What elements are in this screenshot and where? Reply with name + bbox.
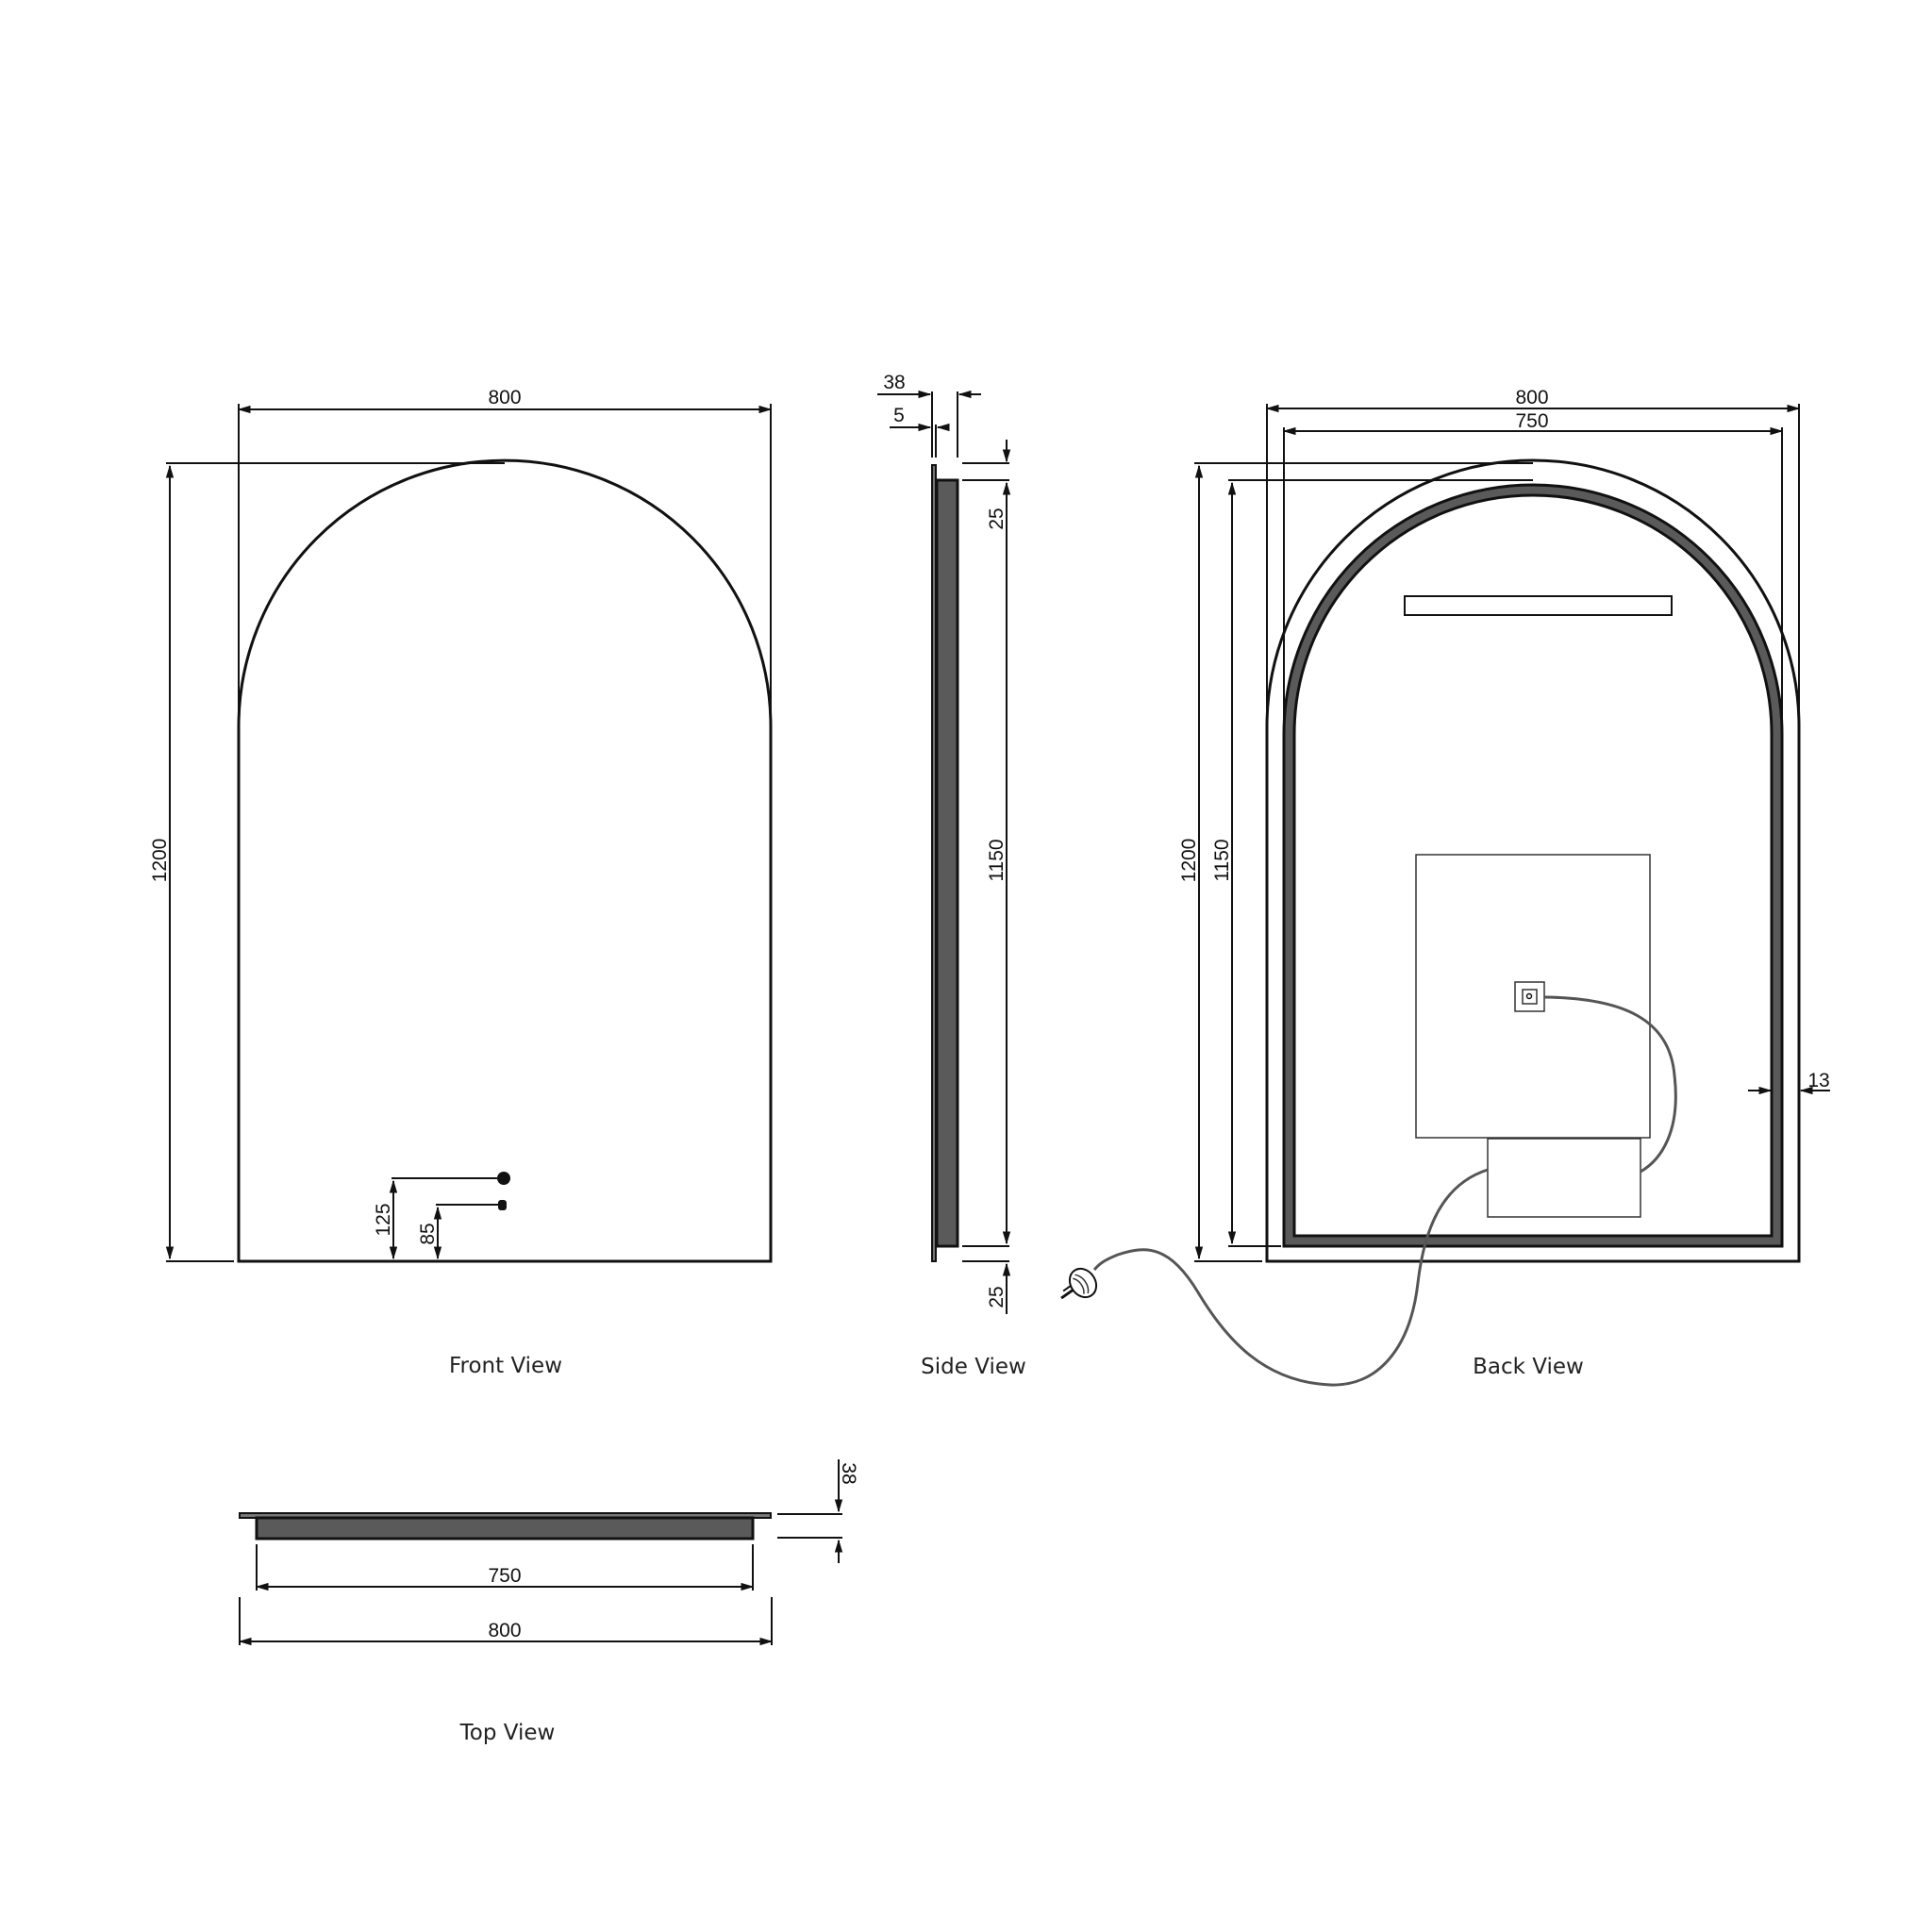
back-led-strip [1404, 595, 1673, 616]
top-view-caption: Top View [459, 1721, 556, 1745]
front-height-label: 1200 [149, 839, 171, 883]
back-edge-offset-label: 13 [1807, 1070, 1829, 1091]
top-view: 750 800 38 Top View [238, 1459, 859, 1745]
back-view-caption: Back View [1473, 1355, 1584, 1379]
front-mirror-outline [237, 458, 773, 1263]
back-frame [1282, 483, 1784, 1248]
back-frame-height-label: 1150 [1211, 839, 1233, 881]
side-glass [931, 464, 937, 1262]
front-width-label: 800 [488, 387, 521, 408]
back-view: 800 750 1200 1150 13 [1060, 387, 1830, 1387]
top-width-label: 800 [488, 1620, 521, 1641]
power-plug-icon [1060, 1267, 1098, 1300]
back-height-label: 1200 [1178, 839, 1200, 883]
side-glass-label: 5 [893, 405, 905, 426]
top-depth-label: 38 [838, 1462, 859, 1484]
back-driver-box [1487, 1138, 1641, 1218]
front-view: 800 1200 125 85 Front View [149, 387, 773, 1378]
side-frame-height-label: 1150 [986, 839, 1008, 881]
junction-box-icon [1514, 981, 1545, 1012]
back-mirror-outline [1265, 458, 1801, 1263]
back-mounting-plate [1415, 854, 1651, 1139]
touch-sensor-icon [497, 1172, 510, 1185]
back-width-label: 800 [1515, 387, 1548, 408]
side-bottom-offset-label: 25 [986, 1286, 1008, 1307]
top-frame [255, 1516, 755, 1541]
side-view-caption: Side View [921, 1355, 1026, 1379]
side-top-offset-label: 25 [986, 508, 1008, 529]
side-view: 38 5 25 1150 25 Side View [877, 372, 1026, 1379]
switch-icon [498, 1200, 507, 1210]
switch-height-label: 85 [417, 1223, 439, 1244]
top-frame-width-label: 750 [488, 1565, 521, 1587]
back-frame-width-label: 750 [1515, 410, 1548, 432]
sensor-height-label: 125 [373, 1203, 394, 1236]
side-frame [935, 478, 959, 1248]
side-depth-label: 38 [883, 372, 905, 393]
front-view-caption: Front View [449, 1354, 562, 1378]
back-cable-sensor [1543, 995, 1677, 1174]
back-cable-power [1092, 1168, 1489, 1387]
